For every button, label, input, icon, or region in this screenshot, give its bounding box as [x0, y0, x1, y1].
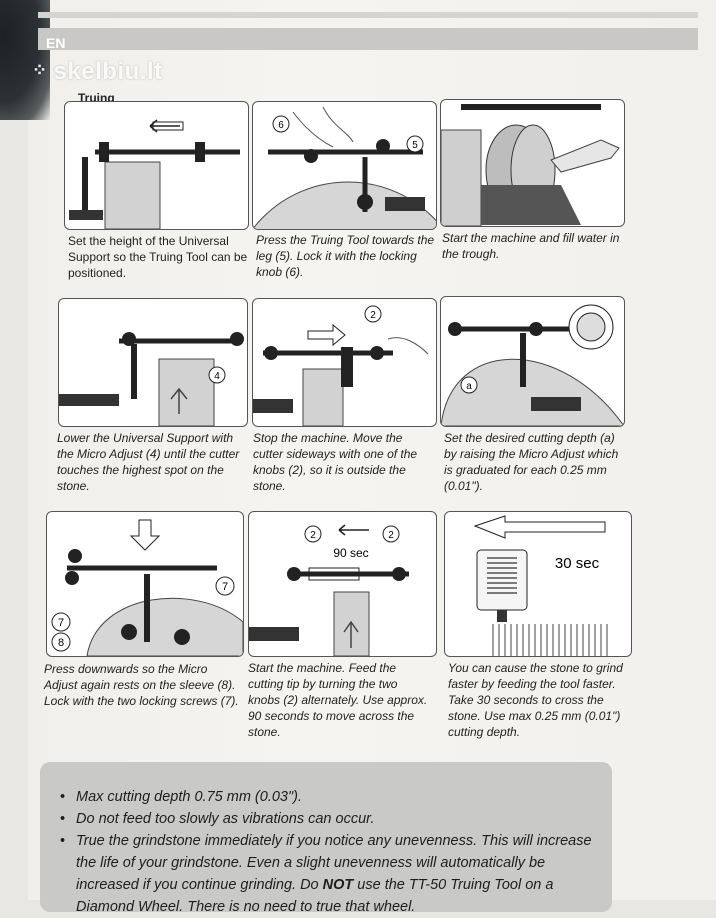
- callout-2: 2: [370, 310, 376, 321]
- step-4-caption: Lower the Universal Support with the Mic…: [57, 431, 240, 493]
- watermark-text: skelbiu.lt: [53, 58, 163, 85]
- step-7-illustration: 7 7 8: [46, 511, 244, 657]
- header-stripe: [38, 12, 698, 18]
- step-3-illustration: [440, 99, 625, 227]
- step-2-caption: Press the Truing Tool towards the leg (5…: [256, 233, 435, 279]
- step-3-caption: Start the machine and fill water in the …: [442, 231, 620, 261]
- note-true-immediately: True the grindstone immediately if you n…: [60, 830, 600, 918]
- step-8-illustration: 2 2 90 sec: [248, 511, 437, 657]
- label-30-sec: 30 sec: [555, 555, 600, 572]
- callout-7-left: 7: [58, 617, 64, 629]
- step-8-caption: Start the machine. Feed the cutting tip …: [248, 661, 428, 739]
- step-1-illustration: [64, 101, 249, 230]
- camera-shadow: [0, 0, 50, 120]
- step-7-caption: Press downwards so the Micro Adjust agai…: [44, 662, 239, 708]
- header-band: [38, 28, 698, 50]
- step-2-illustration: 6 5: [252, 101, 437, 230]
- notes-list: Max cutting depth 0.75 mm (0.03"). Do no…: [60, 786, 600, 918]
- callout-5: 5: [412, 140, 418, 151]
- note-max-depth: Max cutting depth 0.75 mm (0.03").: [60, 786, 600, 808]
- callout-6: 6: [278, 120, 284, 131]
- callout-7-right: 7: [222, 581, 228, 593]
- callout-4: 4: [214, 371, 220, 382]
- step-1-caption: Set the height of the Universal Support …: [68, 234, 248, 280]
- note-feed-speed: Do not feed too slowly as vibrations can…: [60, 808, 600, 830]
- watermark-dots-icon: ⁘: [32, 60, 48, 80]
- note-not-emphasis: NOT: [322, 877, 354, 893]
- step-9-caption: You can cause the stone to grind faster …: [448, 661, 623, 739]
- callout-2-right: 2: [388, 530, 394, 541]
- watermark: ⁘skelbiu.lt: [32, 58, 163, 86]
- step-6-illustration: a: [440, 296, 625, 427]
- label-90-sec: 90 sec: [333, 546, 368, 560]
- step-9-illustration: 30 sec: [444, 511, 632, 657]
- callout-2-left: 2: [310, 530, 316, 541]
- step-5-caption: Stop the machine. Move the cutter sidewa…: [253, 431, 418, 493]
- step-6-caption: Set the desired cutting depth (a) by rai…: [444, 431, 619, 493]
- callout-8: 8: [58, 637, 64, 649]
- language-code: EN: [46, 35, 66, 51]
- callout-a: a: [466, 381, 472, 392]
- step-5-illustration: 2: [252, 298, 437, 427]
- step-4-illustration: 4: [58, 298, 248, 427]
